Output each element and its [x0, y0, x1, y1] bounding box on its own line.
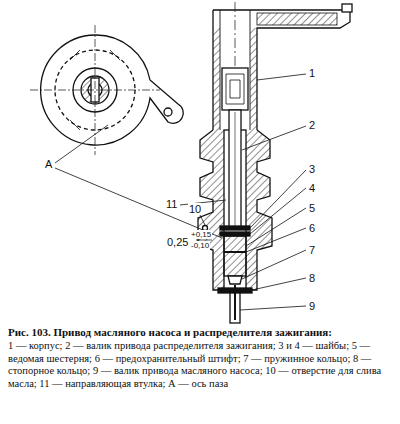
callout-number: 4	[308, 182, 316, 194]
callout-number: 5	[308, 202, 316, 214]
part-letter: А	[44, 158, 53, 170]
washer	[220, 226, 250, 230]
callout-number: 9	[308, 300, 316, 312]
callout-number: 11	[165, 198, 178, 210]
callout-number: 10	[188, 203, 202, 215]
drive-shaft	[222, 68, 248, 110]
callout-number: 1	[308, 67, 316, 79]
dimension-value: 0,25	[166, 236, 189, 248]
parts-list: 1 — корпус; 2 — валик привода распредели…	[8, 340, 392, 390]
dimension-tolerance: -0,10	[190, 241, 210, 250]
callout-number: 8	[308, 272, 316, 284]
figure-caption: Рис. 103. Привод масляного насоса и расп…	[8, 326, 392, 339]
callout-number: 6	[308, 222, 316, 234]
gear	[224, 236, 246, 276]
callout-number: 2	[308, 119, 316, 131]
callout-number: 3	[308, 163, 316, 175]
dimension-tolerance: +0,15	[190, 230, 212, 239]
callout-number: 7	[308, 244, 316, 256]
